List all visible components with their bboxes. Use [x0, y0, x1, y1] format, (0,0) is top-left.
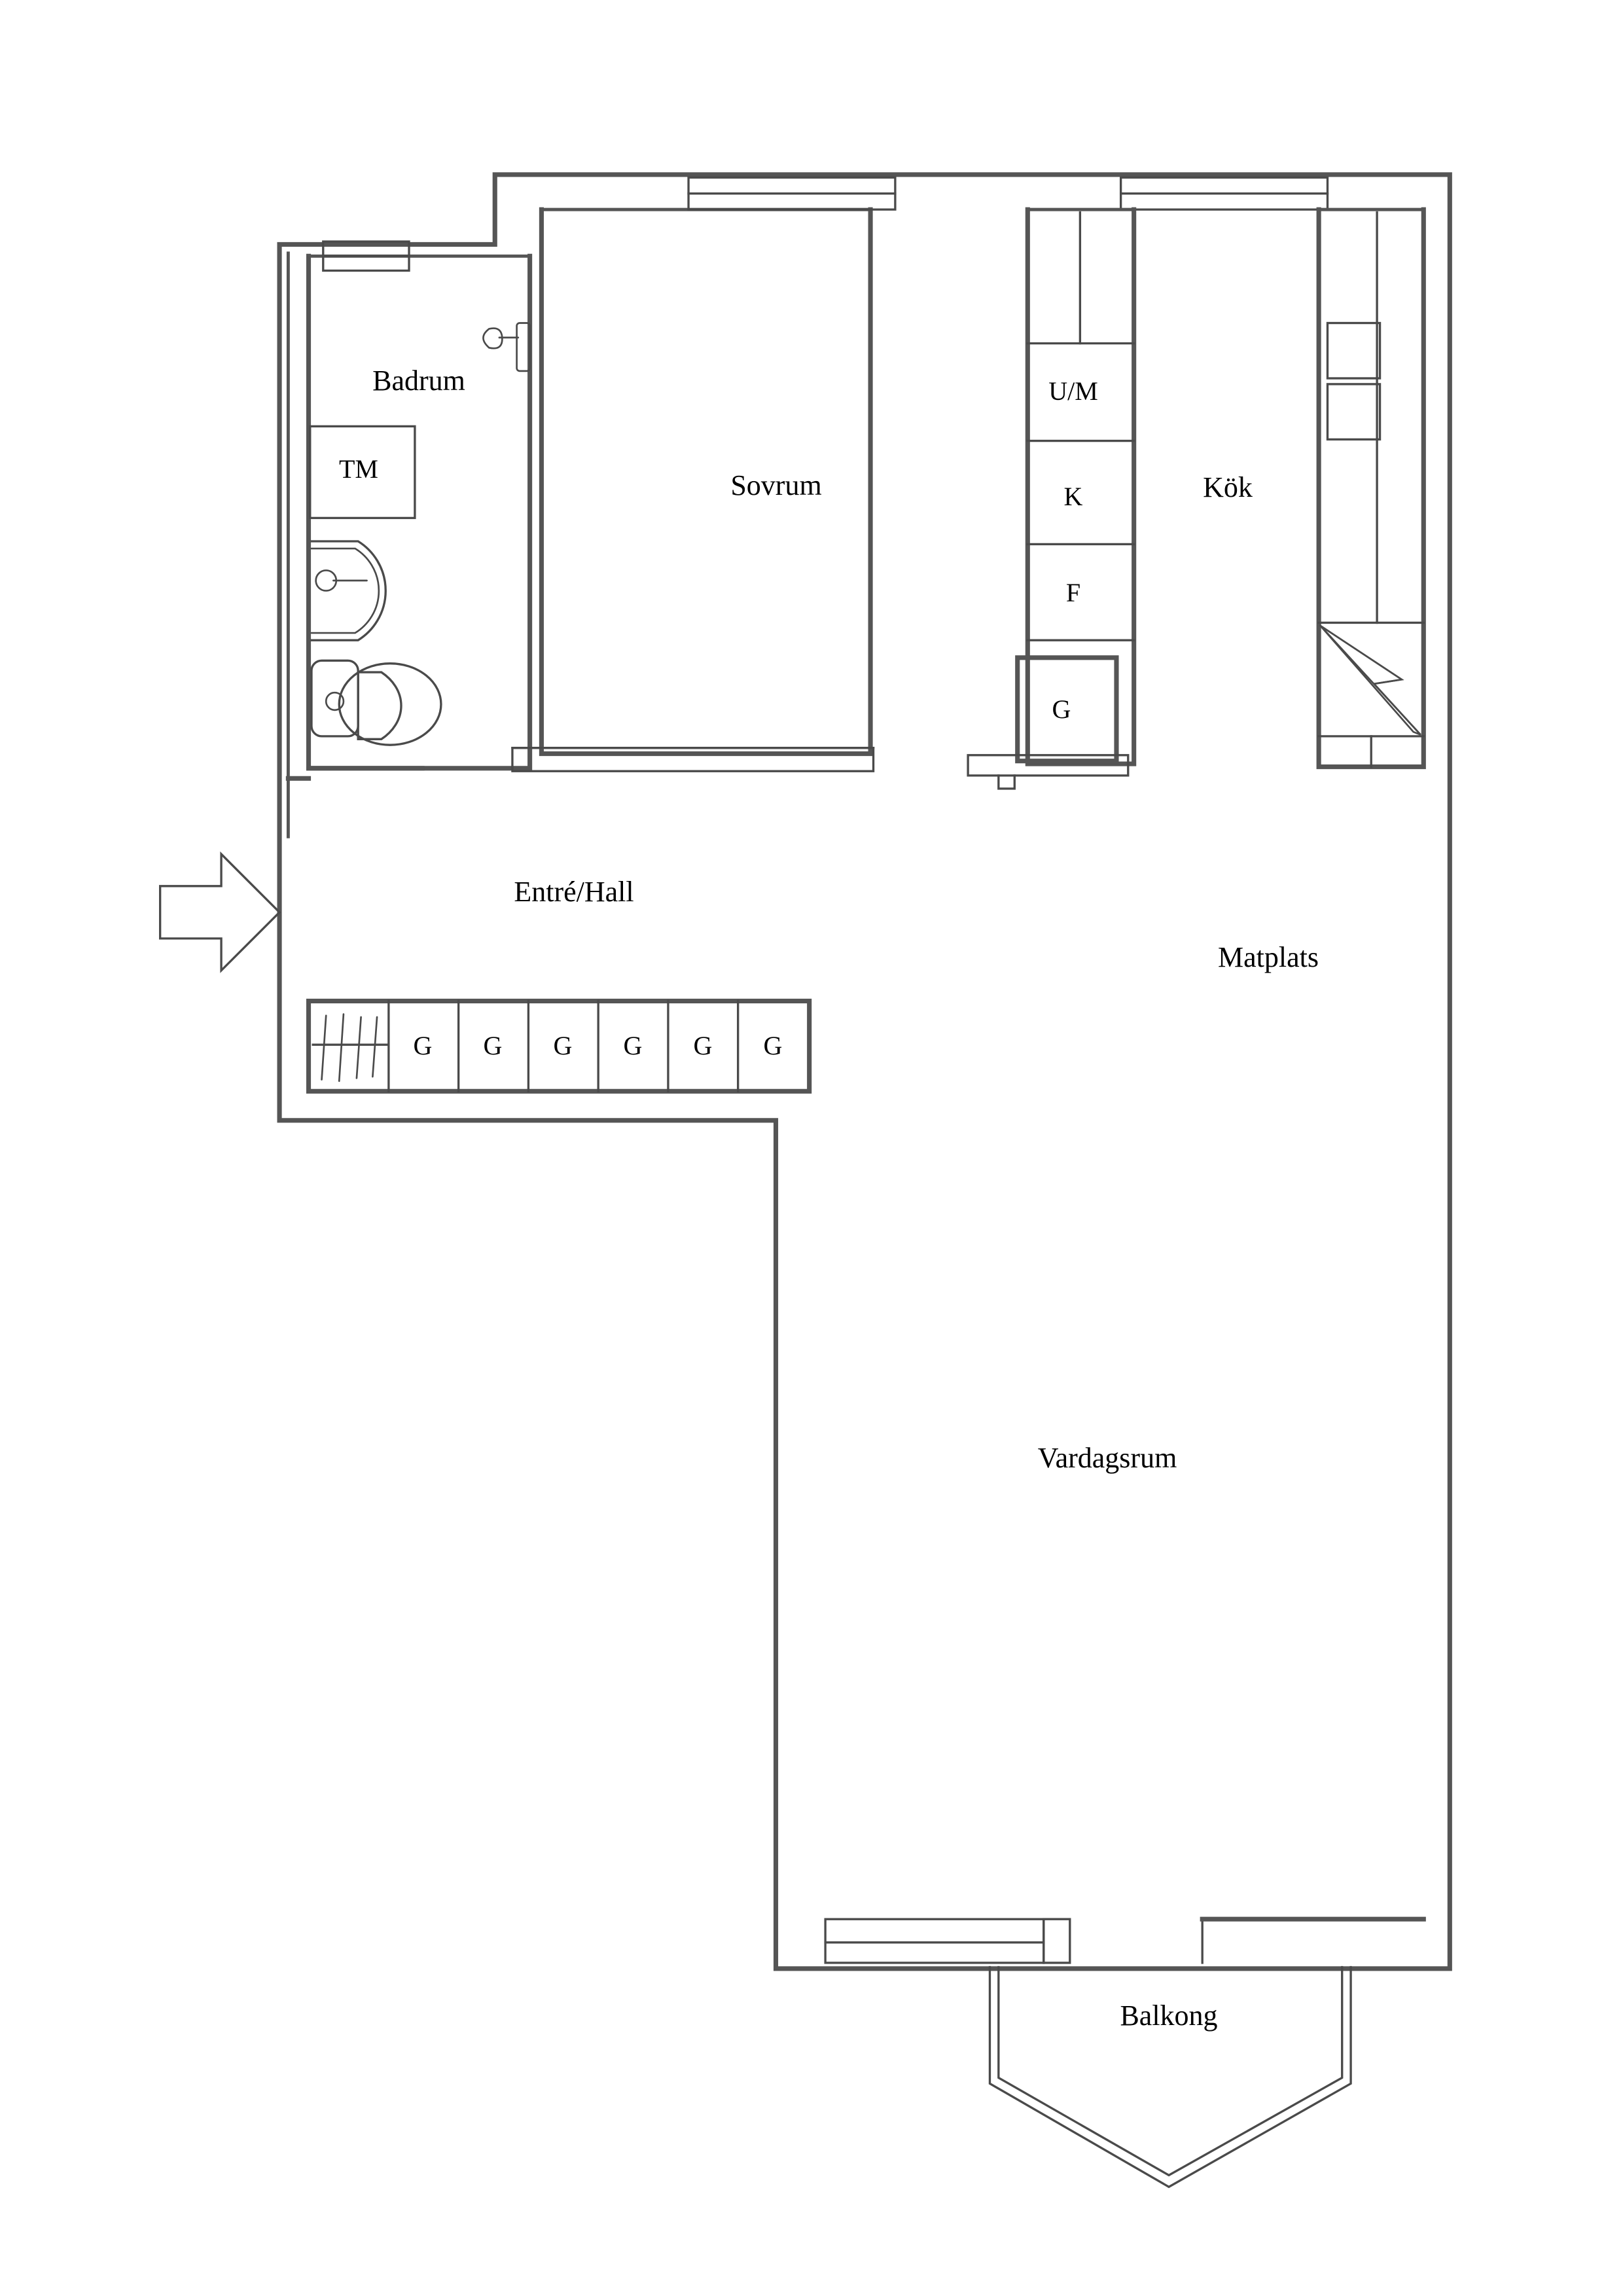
fixture-label-tm: TM	[339, 454, 378, 484]
sink-icon	[310, 540, 387, 641]
lightning-bolt-icon	[1319, 624, 1421, 736]
balcony	[988, 1965, 1352, 2189]
entrance-arrow	[158, 851, 281, 973]
washing-machine-tm	[309, 425, 416, 520]
closet-label-3: G	[553, 1031, 573, 1060]
closet-label-2: G	[483, 1031, 503, 1060]
bathroom-walls	[285, 240, 533, 781]
outer-walls	[277, 172, 1452, 1971]
living-room-bottom-window	[824, 1916, 1426, 1964]
top-wall-windows	[687, 176, 1329, 211]
kitchen-right-counter	[1316, 207, 1426, 770]
kitchen-appliance-column	[1025, 207, 1137, 766]
fixture-label-freezer: F	[1065, 578, 1081, 607]
hall-closet-row	[306, 998, 812, 1094]
kitchen-closet-g	[967, 655, 1130, 790]
closet-label-6: G	[763, 1031, 783, 1060]
closet-label-5: G	[693, 1031, 713, 1060]
fixture-label-kitchen-closet: G	[1052, 694, 1071, 724]
closet-label-1: G	[413, 1031, 433, 1060]
bathroom-door-swing	[482, 322, 531, 372]
closet-label-4: G	[623, 1031, 643, 1060]
fixture-label-oven-microwave: U/M	[1048, 376, 1098, 406]
fixture-label-fridge: K	[1063, 482, 1083, 511]
toilet-icon	[310, 659, 442, 746]
bedroom-walls	[511, 207, 875, 772]
